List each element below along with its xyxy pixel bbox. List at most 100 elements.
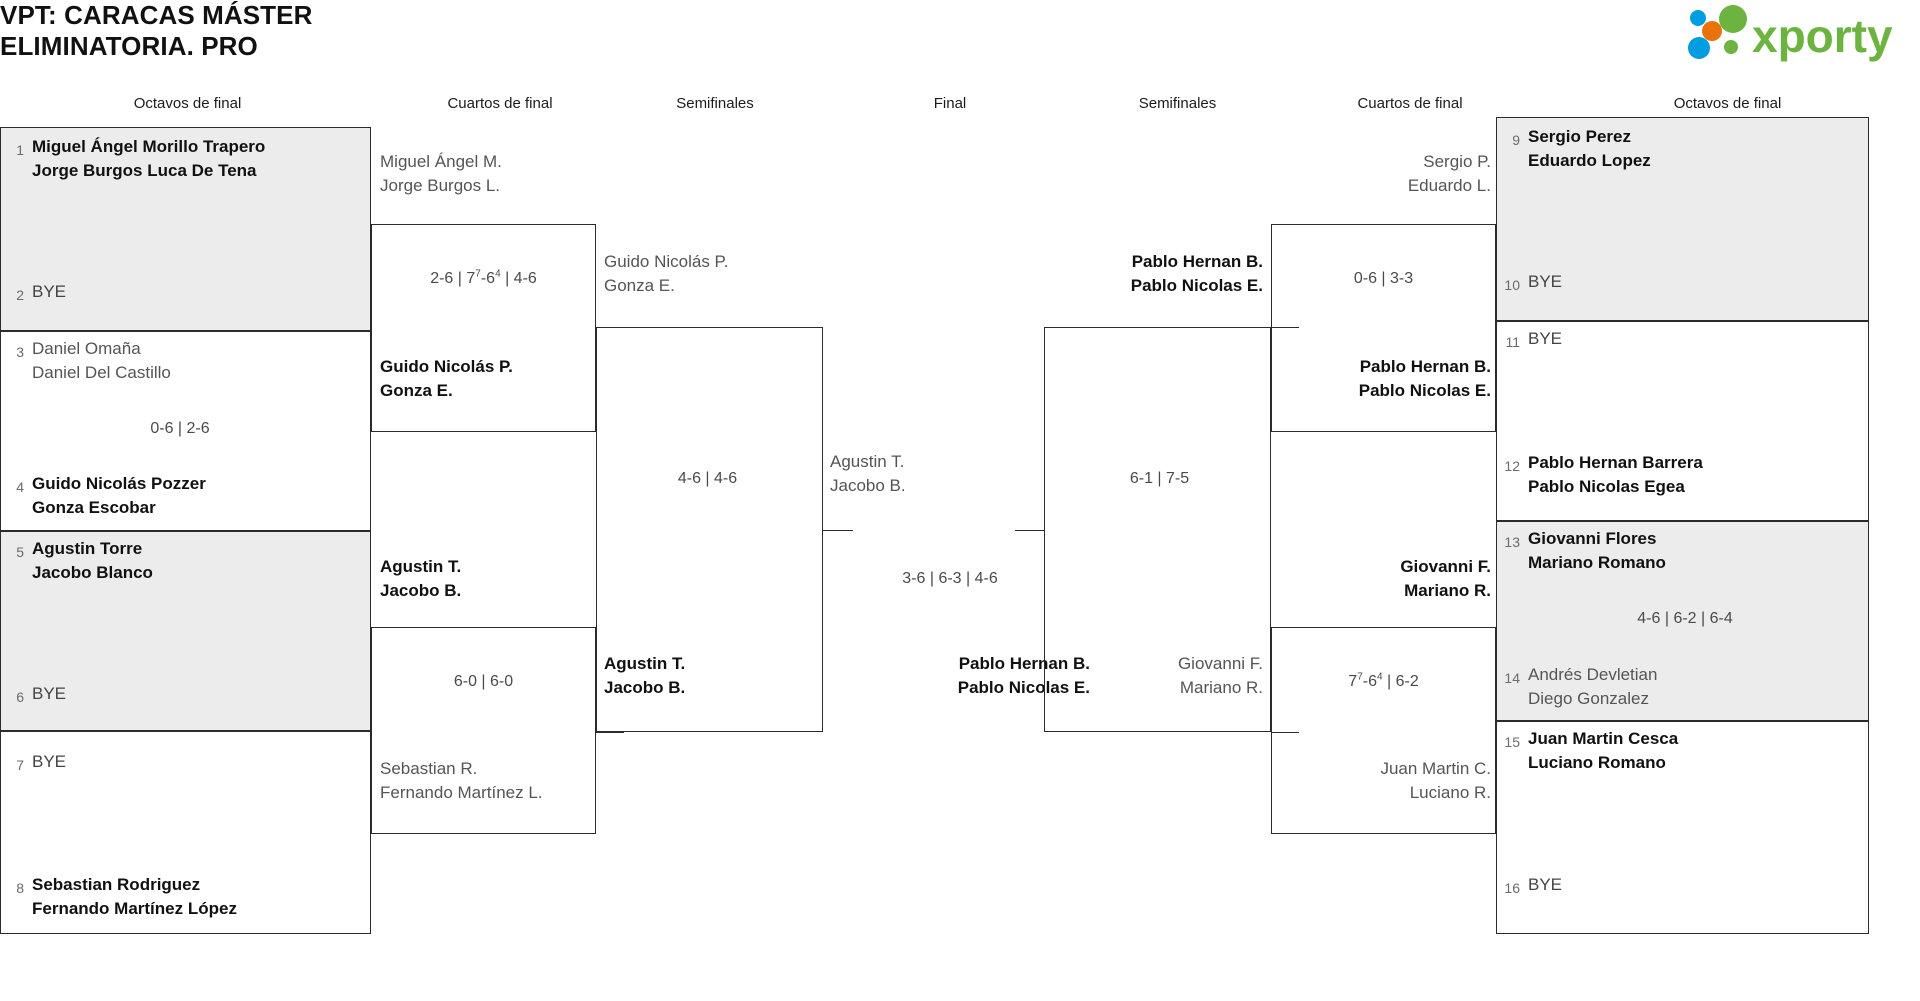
player-names: Andrés Devletian Diego Gonzalez bbox=[1520, 663, 1657, 711]
entry-seed-16[interactable]: 16 BYE bbox=[1500, 873, 1860, 897]
entry-seed-14[interactable]: 14 Andrés Devletian Diego Gonzalez bbox=[1500, 663, 1860, 711]
logo-dot-orange bbox=[1702, 21, 1722, 41]
player-names: BYE bbox=[24, 750, 66, 774]
slot-left-semis-top[interactable]: Guido Nicolás P. Gonza E. bbox=[604, 250, 819, 298]
player-line-2: Fernando Martínez López bbox=[32, 899, 237, 918]
slot-left-semis-bottom[interactable]: Agustin T. Jacobo B. bbox=[604, 652, 819, 700]
logo-wordmark: xporty bbox=[1752, 10, 1893, 62]
round-header-final: Final bbox=[933, 95, 967, 112]
round-header-semis-left: Semifinales bbox=[676, 95, 754, 112]
player-line-2: Jorge Burgos Luca De Tena bbox=[32, 161, 257, 180]
entry-seed-2[interactable]: 2 BYE bbox=[4, 280, 364, 304]
player-names: Agustin Torre Jacobo Blanco bbox=[24, 537, 153, 585]
player-line-1: Guido Nicolás Pozzer bbox=[32, 474, 206, 493]
seed-number: 2 bbox=[16, 287, 24, 303]
match-box-right-octavos-1[interactable] bbox=[1496, 117, 1869, 321]
entry-seed-13[interactable]: 13 Giovanni Flores Mariano Romano bbox=[1500, 527, 1860, 575]
player-line-1: Agustin T. bbox=[604, 654, 686, 673]
slot-final-right[interactable]: Pablo Hernan B. Pablo Nicolas E. bbox=[830, 652, 1090, 700]
slot-right-semis-bottom[interactable]: Giovanni F. Mariano R. bbox=[1048, 652, 1263, 700]
match-box-left-octavos-4[interactable] bbox=[0, 731, 371, 934]
player-names: BYE bbox=[1520, 327, 1562, 351]
player-line-2: Pablo Nicolas E. bbox=[1130, 276, 1263, 295]
player-line-2: Mariano R. bbox=[1404, 581, 1491, 600]
entry-seed-11[interactable]: 11 BYE bbox=[1500, 327, 1860, 351]
match-box-right-cuartos-2[interactable] bbox=[1271, 627, 1496, 834]
slot-right-cuartos-1-bottom[interactable]: Pablo Hernan B. Pablo Nicolas E. bbox=[1276, 355, 1491, 403]
entry-seed-15[interactable]: 15 Juan Martin Cesca Luciano Romano bbox=[1500, 727, 1860, 775]
score-right-octavos-3: 4-6 | 6-2 | 6-4 bbox=[1637, 610, 1733, 627]
player-line-1: BYE bbox=[1528, 875, 1563, 894]
score-right-semis: 6-1 | 7-5 bbox=[1129, 470, 1190, 487]
entry-seed-8[interactable]: 8 Sebastian Rodriguez Fernando Martínez … bbox=[4, 873, 364, 921]
score-final: 3-6 | 6-3 | 4-6 bbox=[902, 570, 998, 587]
bracket-connector bbox=[596, 732, 624, 733]
seed-number: 8 bbox=[16, 880, 24, 896]
player-line-2: Pablo Nicolas Egea bbox=[1528, 477, 1685, 496]
title-line-2: ELIMINATORIA. PRO bbox=[0, 31, 258, 61]
match-box-right-octavos-4[interactable] bbox=[1496, 721, 1869, 934]
player-line-1: Giovanni F. bbox=[1400, 557, 1491, 576]
seed-number: 9 bbox=[1512, 132, 1520, 148]
slot-right-cuartos-1-top[interactable]: Sergio P. Eduardo L. bbox=[1276, 150, 1491, 198]
score-left-cuartos-1: 2-6 | 77-64 | 4-6 bbox=[430, 268, 537, 287]
player-line-1: Pablo Hernan Barrera bbox=[1528, 453, 1703, 472]
match-box-right-octavos-2[interactable] bbox=[1496, 321, 1869, 521]
entry-seed-5[interactable]: 5 Agustin Torre Jacobo Blanco bbox=[4, 537, 364, 585]
slot-left-cuartos-2-top[interactable]: Agustin T. Jacobo B. bbox=[380, 555, 595, 603]
slot-right-semis-top[interactable]: Pablo Hernan B. Pablo Nicolas E. bbox=[1048, 250, 1263, 298]
entry-seed-9[interactable]: 9 Sergio Perez Eduardo Lopez bbox=[1500, 125, 1860, 173]
player-names: BYE bbox=[24, 280, 66, 304]
entry-seed-1[interactable]: 1 Miguel Ángel Morillo Trapero Jorge Bur… bbox=[4, 135, 364, 183]
player-line-2: Mariano R. bbox=[1179, 678, 1263, 697]
player-line-2: Luciano R. bbox=[1409, 783, 1491, 802]
bracket-connector bbox=[1271, 732, 1299, 733]
logo-dot-green-small bbox=[1724, 40, 1738, 54]
entry-seed-4[interactable]: 4 Guido Nicolás Pozzer Gonza Escobar bbox=[4, 472, 364, 520]
entry-seed-3[interactable]: 3 Daniel Omaña Daniel Del Castillo bbox=[4, 337, 364, 385]
match-box-right-cuartos-1[interactable] bbox=[1271, 224, 1496, 432]
player-line-2: Pablo Nicolas E. bbox=[1358, 381, 1491, 400]
player-line-1: Miguel Ángel M. bbox=[380, 152, 502, 171]
player-line-1: Daniel Omaña bbox=[32, 339, 141, 358]
round-header-octavos-right: Octavos de final bbox=[1673, 95, 1782, 112]
round-header-semis-right: Semifinales bbox=[1138, 95, 1217, 112]
slot-left-cuartos-2-bottom[interactable]: Sebastian R. Fernando Martínez L. bbox=[380, 757, 595, 805]
match-box-right-semis-1[interactable] bbox=[1044, 327, 1271, 732]
match-box-left-cuartos-1[interactable] bbox=[371, 224, 596, 432]
player-line-1: Pablo Hernan B. bbox=[1359, 357, 1491, 376]
player-line-2: Eduardo L. bbox=[1407, 176, 1491, 195]
seed-number: 13 bbox=[1504, 534, 1520, 550]
match-box-left-octavos-3[interactable] bbox=[0, 531, 371, 731]
slot-left-cuartos-1-top[interactable]: Miguel Ángel M. Jorge Burgos L. bbox=[380, 150, 595, 198]
entry-seed-7[interactable]: 7 BYE bbox=[4, 750, 364, 774]
bracket-connector bbox=[1015, 530, 1045, 531]
player-line-2: Gonza E. bbox=[380, 381, 453, 400]
player-line-2: Jacobo B. bbox=[830, 476, 906, 495]
player-line-1: Pablo Hernan B. bbox=[958, 654, 1090, 673]
match-box-left-semis-1[interactable] bbox=[596, 327, 823, 732]
slot-left-cuartos-1-bottom[interactable]: Guido Nicolás P. Gonza E. bbox=[380, 355, 595, 403]
slot-right-cuartos-2-bottom[interactable]: Juan Martin C. Luciano R. bbox=[1276, 757, 1491, 805]
slot-right-cuartos-2-top[interactable]: Giovanni F. Mariano R. bbox=[1276, 555, 1491, 603]
player-names: Giovanni Flores Mariano Romano bbox=[1520, 527, 1666, 575]
player-line-1: BYE bbox=[32, 752, 67, 771]
match-box-right-octavos-3[interactable] bbox=[1496, 521, 1869, 721]
bracket-connector bbox=[596, 327, 624, 328]
player-line-1: BYE bbox=[32, 282, 67, 301]
round-header-cuartos-left: Cuartos de final bbox=[447, 95, 553, 112]
score-left-cuartos-2: 6-0 | 6-0 bbox=[453, 673, 514, 690]
seed-number: 10 bbox=[1504, 277, 1520, 293]
match-box-left-octavos-2[interactable] bbox=[0, 331, 371, 531]
player-line-2: Mariano Romano bbox=[1528, 553, 1666, 572]
entry-seed-6[interactable]: 6 BYE bbox=[4, 682, 364, 706]
player-line-1: Agustin T. bbox=[830, 452, 905, 471]
slot-final-left[interactable]: Agustin T. Jacobo B. bbox=[830, 450, 1080, 498]
match-box-left-cuartos-2[interactable] bbox=[371, 627, 596, 834]
player-line-2: Gonza Escobar bbox=[32, 498, 156, 517]
player-line-2: Daniel Del Castillo bbox=[32, 363, 171, 382]
entry-seed-12[interactable]: 12 Pablo Hernan Barrera Pablo Nicolas Eg… bbox=[1500, 451, 1860, 499]
player-line-1: Pablo Hernan B. bbox=[1131, 252, 1263, 271]
match-box-left-octavos-1[interactable] bbox=[0, 127, 371, 331]
entry-seed-10[interactable]: 10 BYE bbox=[1500, 270, 1860, 294]
